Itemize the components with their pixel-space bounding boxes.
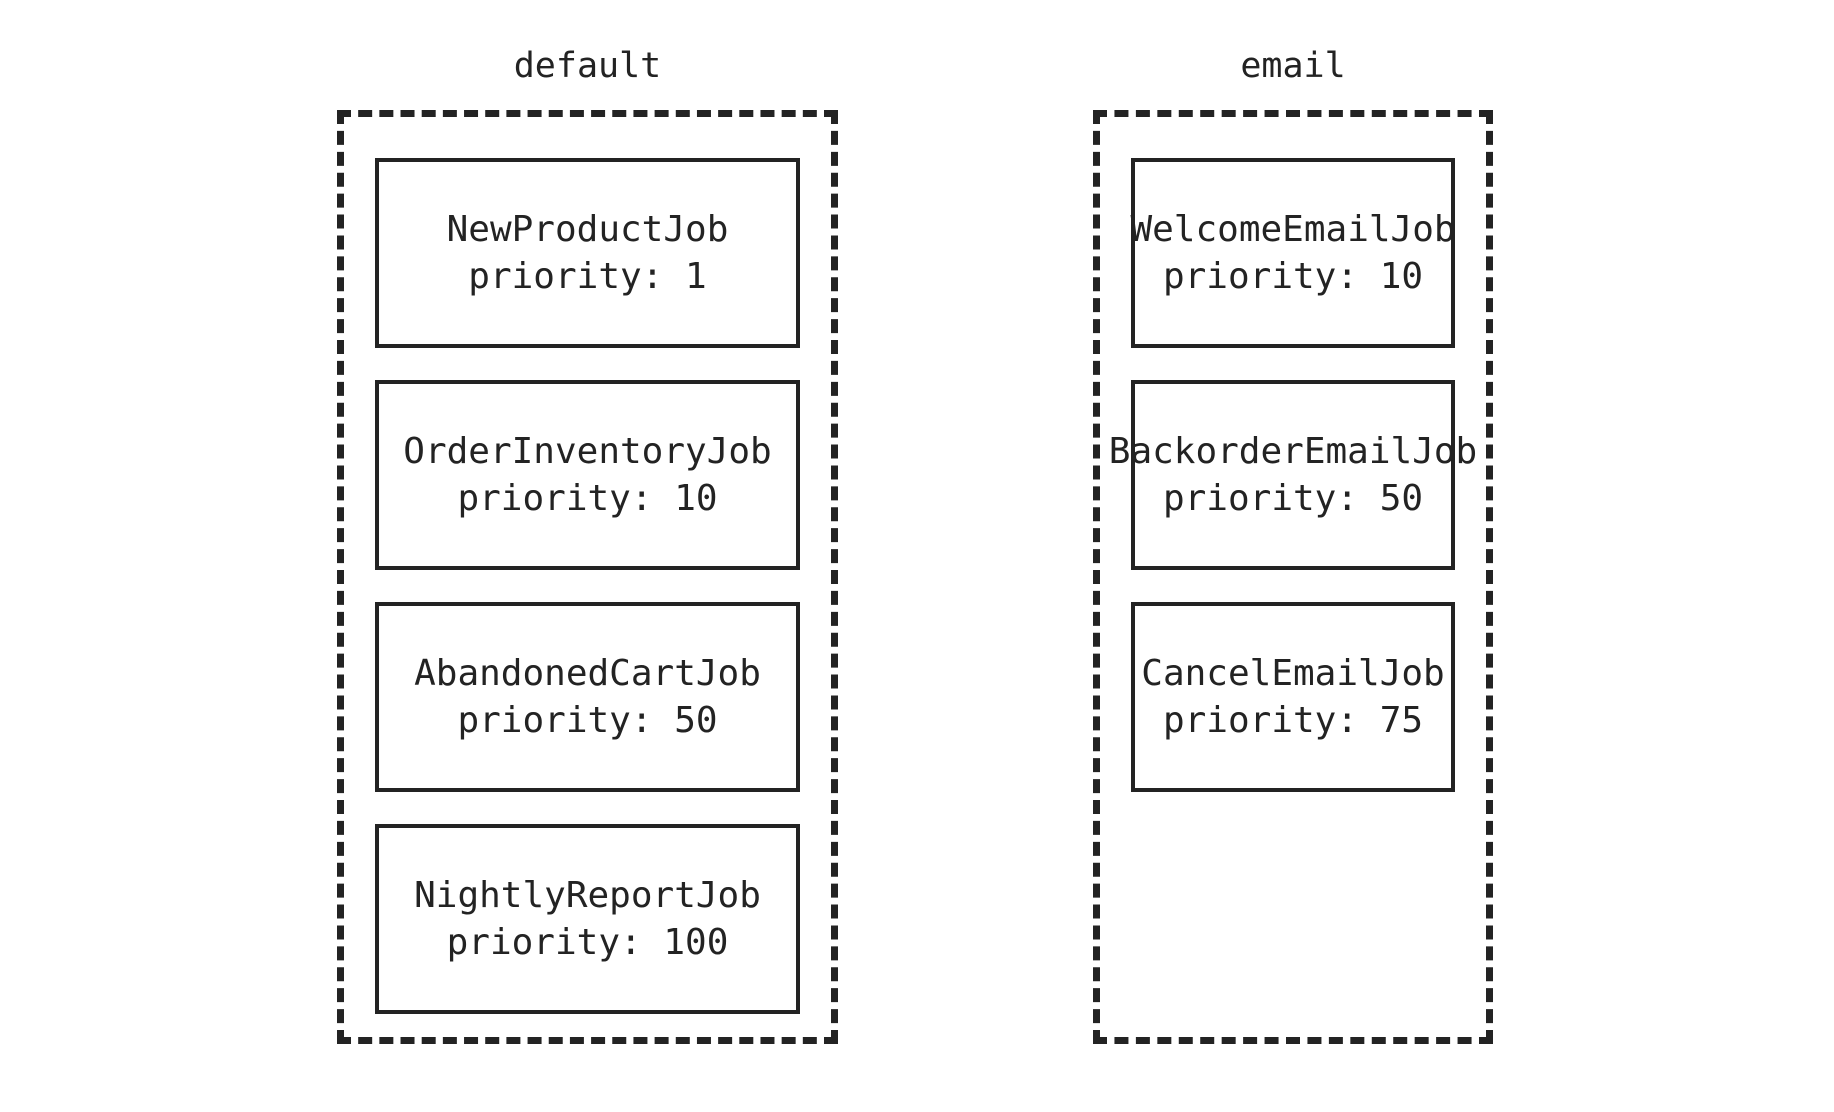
job-name: NightlyReportJob [414,875,761,916]
job-priority: priority: 1 [468,256,707,297]
job-priority: priority: 50 [457,700,718,741]
queue-column-email: email WelcomeEmailJob priority: 10 Backo… [1093,0,1493,1112]
job-name: NewProductJob [446,209,729,250]
job-priority: priority: 10 [1162,256,1424,297]
job-list-email: WelcomeEmailJob priority: 10 BackorderEm… [1100,117,1486,1037]
job-box[interactable]: WelcomeEmailJob priority: 10 [1130,158,1456,348]
job-name: OrderInventoryJob [403,431,772,472]
job-box[interactable]: AbandonedCartJob priority: 50 [375,602,800,792]
queue-label-default: default [513,46,662,86]
job-name: AbandonedCartJob [414,653,761,694]
job-priority: priority: 75 [1162,700,1424,741]
job-box[interactable]: BackorderEmailJob priority: 50 [1109,380,1477,570]
job-box[interactable]: OrderInventoryJob priority: 10 [375,380,800,570]
job-box[interactable]: NewProductJob priority: 1 [375,158,800,348]
job-name: CancelEmailJob [1141,653,1445,694]
queue-label-email: email [1240,46,1346,86]
queue-boundary-email: WelcomeEmailJob priority: 10 BackorderEm… [1093,110,1493,1044]
job-priority: priority: 50 [1162,478,1424,519]
queue-column-default: default NewProductJob priority: 1 OrderI… [337,0,838,1112]
job-priority: priority: 100 [446,922,729,963]
job-box[interactable]: NightlyReportJob priority: 100 [375,824,800,1014]
job-name: WelcomeEmailJob [1130,209,1456,250]
job-box[interactable]: CancelEmailJob priority: 75 [1131,602,1455,792]
job-priority: priority: 10 [457,478,718,519]
queue-boundary-default: NewProductJob priority: 1 OrderInventory… [337,110,838,1044]
job-name: BackorderEmailJob [1108,431,1478,472]
job-list-default: NewProductJob priority: 1 OrderInventory… [344,117,831,1037]
